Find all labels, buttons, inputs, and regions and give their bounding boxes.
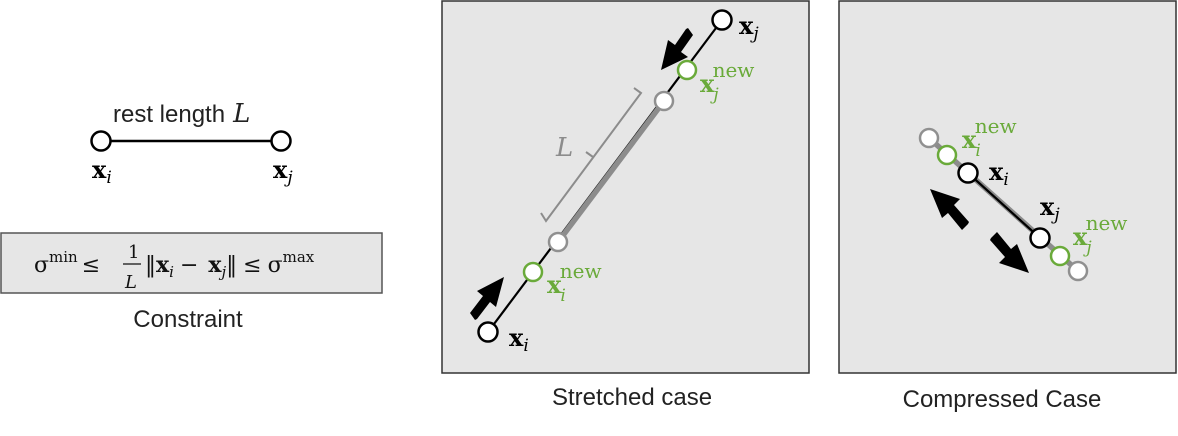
stretched-rest-segment xyxy=(555,99,667,244)
compressed-panel: xi xj xinew xjnew xyxy=(838,0,1177,374)
label-xi: xi xyxy=(989,157,1009,190)
rest-node-lower xyxy=(547,231,569,253)
node-xj-new xyxy=(1049,245,1071,267)
constraint-caption: Constraint xyxy=(133,306,243,333)
rest-node-lower xyxy=(1067,260,1089,282)
frac-numerator: 1 xyxy=(128,242,139,263)
node-xj xyxy=(1029,227,1051,249)
constraint-box: σmin≤ 1 L ‖xi−xj‖≤σmax xyxy=(0,232,383,294)
label-xi-new: xinew xyxy=(962,114,1017,161)
label-xj: xj xyxy=(273,155,293,188)
frac-denominator: L xyxy=(124,272,137,293)
node-xi-new xyxy=(936,144,958,166)
rest-node-upper xyxy=(918,127,940,149)
node-xi-new xyxy=(522,261,544,283)
label-xj: xj xyxy=(739,11,759,44)
label-xj: xj xyxy=(1040,192,1060,225)
constraint-box-bg xyxy=(0,232,383,294)
arrow-up-right xyxy=(470,277,504,320)
constraint-equation: σmin≤ xyxy=(34,248,100,278)
stretched-panel: L xi xj xinew xjnew xyxy=(441,0,810,374)
length-bracket xyxy=(540,87,643,223)
compressed-spring-line xyxy=(967,172,1041,239)
label-xi-new: xinew xyxy=(547,259,602,306)
arrow-up-left xyxy=(930,189,969,230)
norm-expression: ‖xi−xj‖≤σmax xyxy=(145,248,315,281)
node-xj-new xyxy=(676,59,698,81)
bracket-L-label: L xyxy=(555,133,573,163)
node-xi xyxy=(957,162,979,184)
arrow-down-right xyxy=(990,232,1029,273)
label-xj-new: xjnew xyxy=(1073,211,1127,258)
label-xi: xi xyxy=(92,155,112,188)
node-xi xyxy=(90,130,112,152)
node-xi xyxy=(477,321,499,343)
label-xj-new: xjnew xyxy=(700,58,754,105)
compressed-panel-bg xyxy=(838,0,1177,374)
rest-node-upper xyxy=(653,90,675,112)
stretched-panel-bg xyxy=(441,0,810,374)
compressed-caption: Compressed Case xyxy=(903,386,1102,413)
stretched-caption: Stretched case xyxy=(552,384,712,411)
node-xj xyxy=(270,130,292,152)
arrow-down-left xyxy=(661,28,693,70)
node-xj xyxy=(711,9,733,31)
label-xi: xi xyxy=(509,323,529,356)
